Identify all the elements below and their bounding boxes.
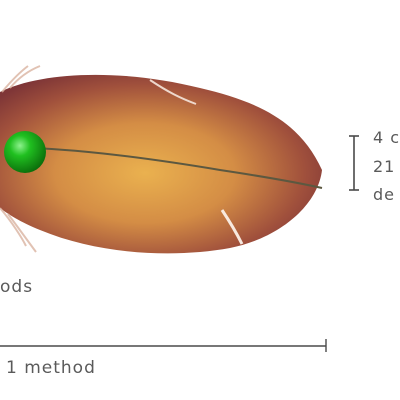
length-rule: [0, 339, 327, 352]
feather-split-top: [149, 79, 197, 105]
feather-shaft: [29, 147, 323, 189]
right-label-line-2: 21: [373, 157, 395, 176]
right-label-line-3: de: [373, 185, 395, 204]
right-label-line-1: 4 c: [373, 128, 400, 147]
feather-barbs: [0, 65, 41, 253]
feather-split-bottom: [220, 209, 244, 245]
marker-ball: [4, 131, 46, 173]
feather-vane: [0, 74, 322, 254]
bottom-label: 1 method: [6, 358, 96, 378]
left-label: ods: [0, 277, 33, 297]
height-bracket: [349, 135, 359, 191]
